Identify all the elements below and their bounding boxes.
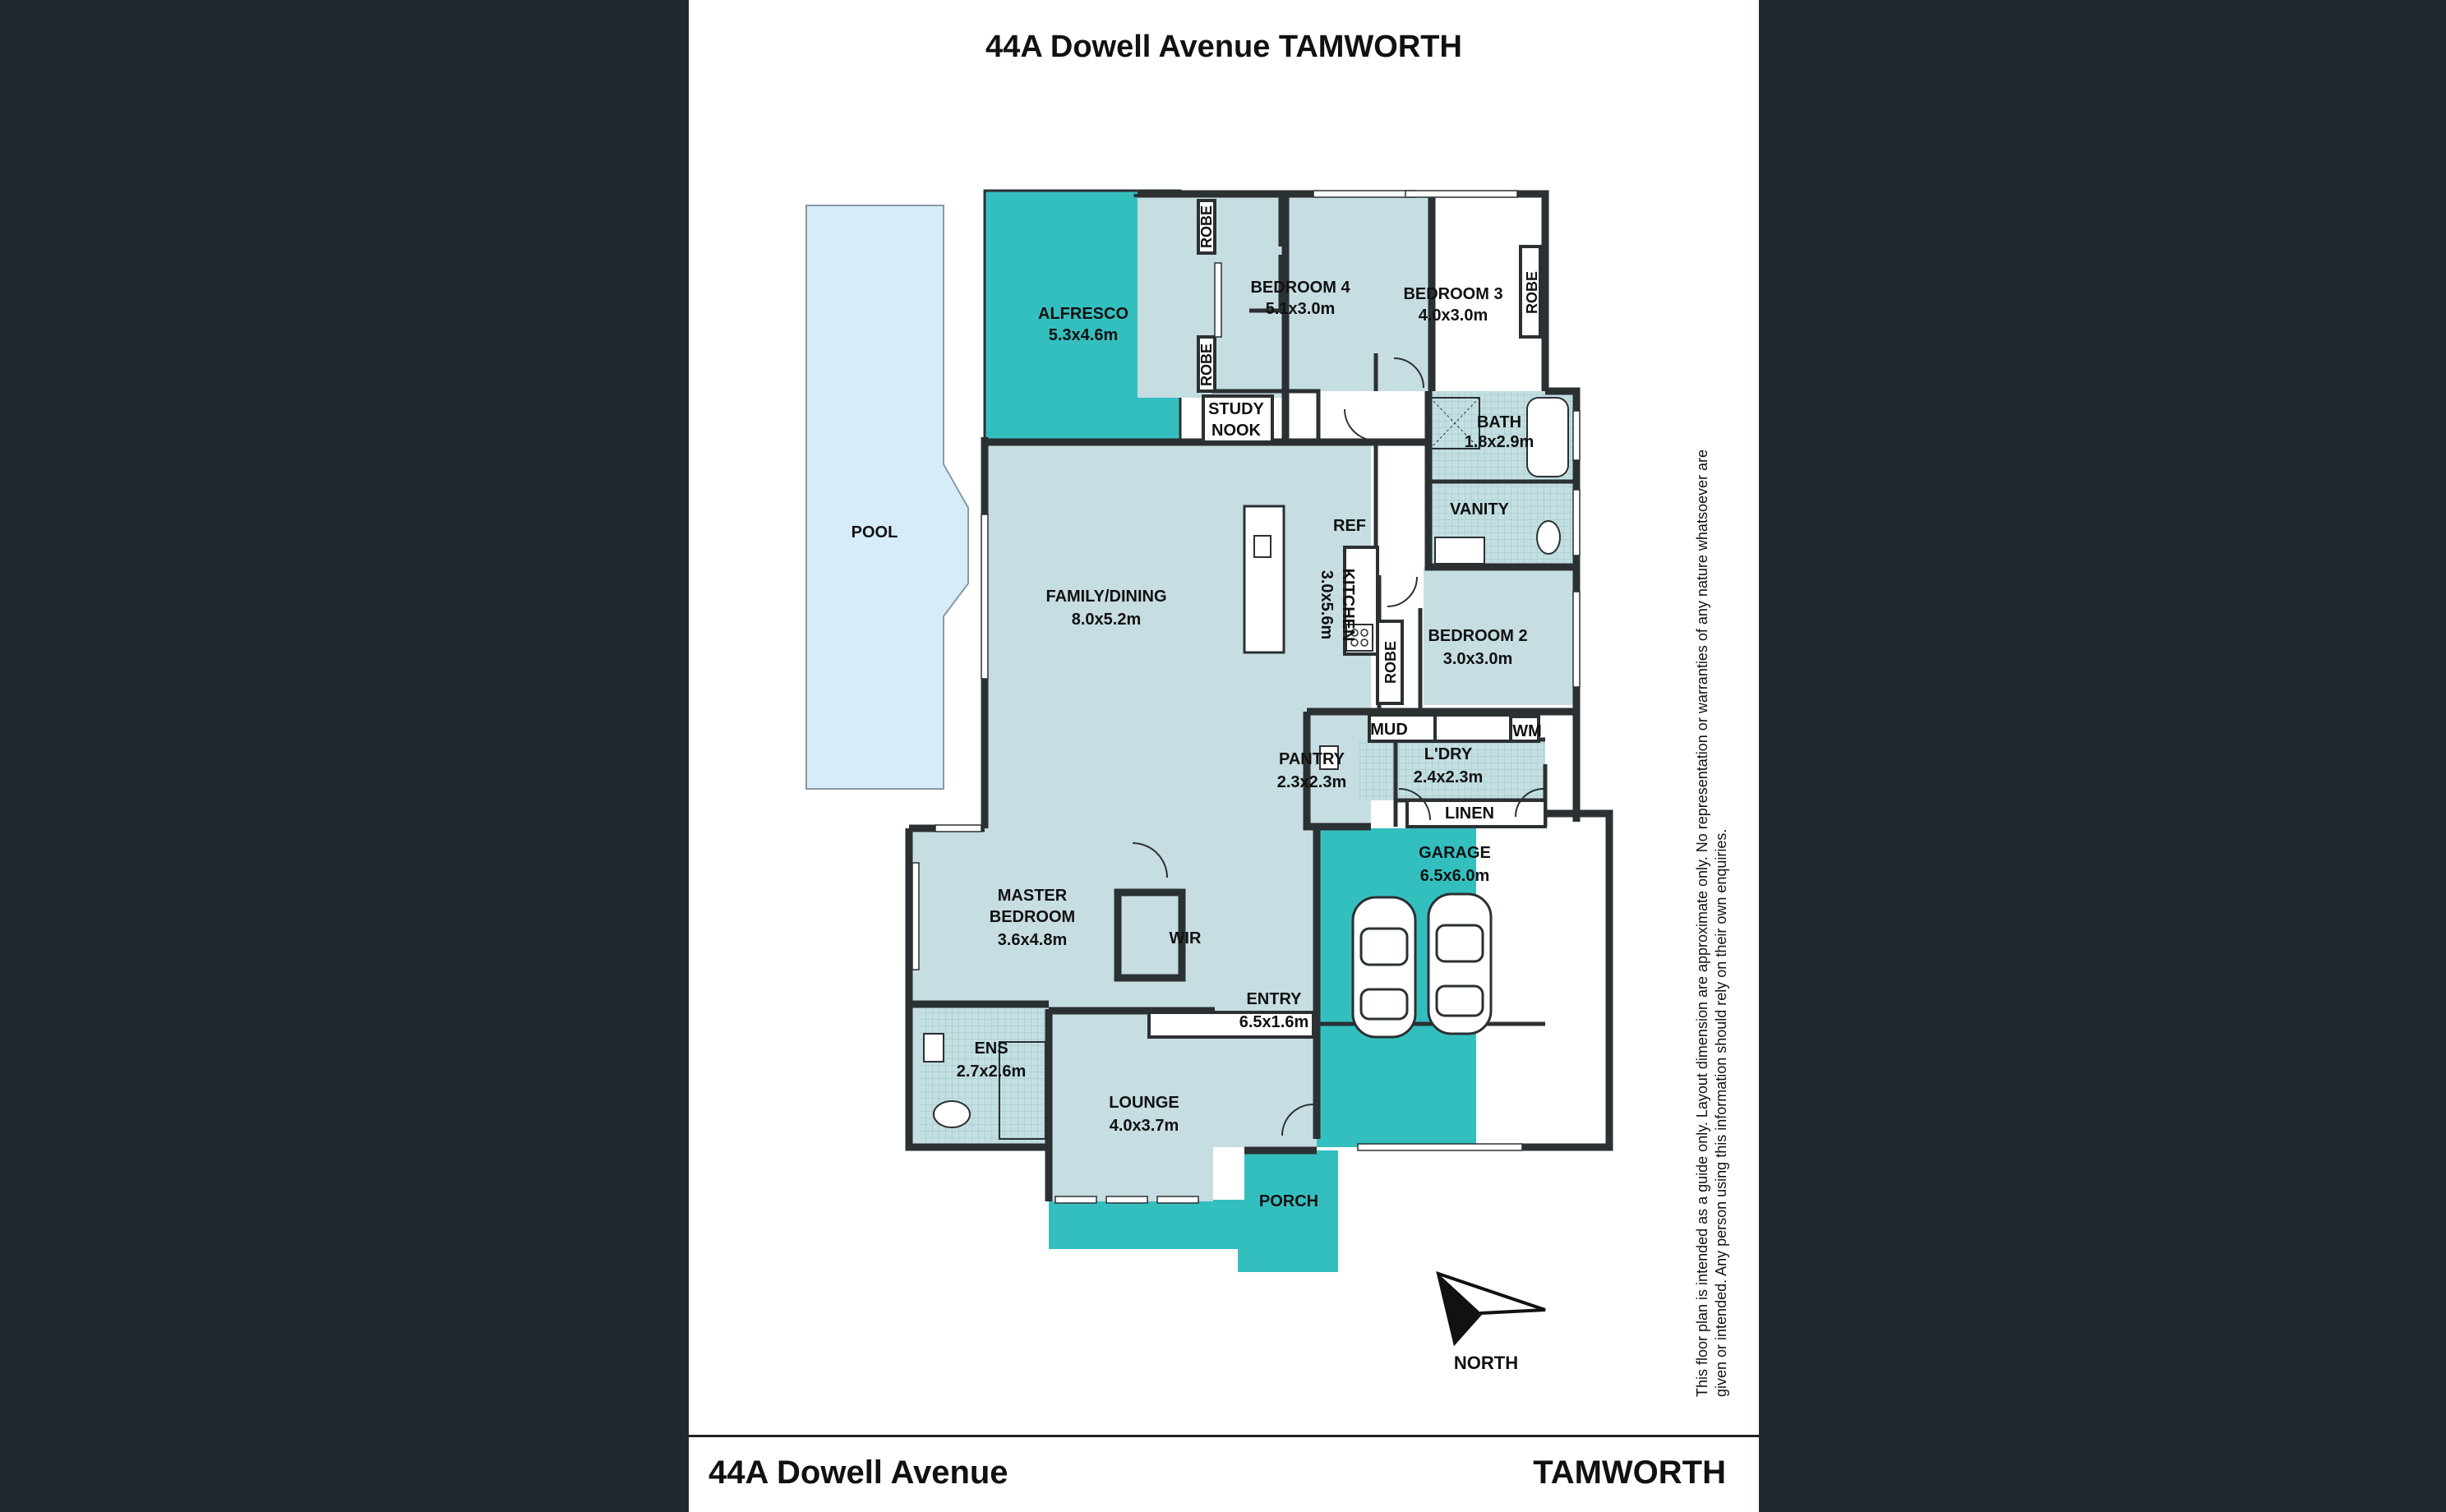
ensuite-shower [999, 1041, 1046, 1140]
dim-bedroom3: 4.0x3.0m [1419, 307, 1488, 325]
dim-laundry: 2.4x2.3m [1414, 768, 1484, 786]
label-bedroom3: BEDROOM 3 [1403, 285, 1502, 303]
car-left [1351, 896, 1417, 1039]
dim-family: 8.0x5.2m [1072, 611, 1142, 629]
floor-plan-drawing: POOL ALFRESCO 5.3x4.6m BEDROOM 4 5.1x3.0… [805, 189, 1613, 1347]
robe-bed3 [1519, 245, 1542, 339]
interior-floor [985, 442, 1371, 828]
label-wir: WIR [1170, 929, 1202, 947]
north-label: NORTH [1453, 1353, 1519, 1373]
label-vanity: VANITY [1450, 500, 1510, 519]
label-entry: ENTRY [1246, 990, 1302, 1008]
footer-street: 44A Dowell Avenue [708, 1454, 1008, 1491]
dim-bedroom4: 5.1x3.0m [1266, 300, 1336, 318]
dim-bath: 1.8x2.9m [1465, 433, 1535, 451]
cooktop [1345, 624, 1373, 652]
label-ens: ENS [974, 1040, 1008, 1058]
label-porch: PORCH [1259, 1192, 1318, 1210]
label-robe-2: ROBE [1198, 343, 1215, 386]
label-bath: BATH [1477, 413, 1521, 431]
label-robe-3: ROBE [1524, 271, 1540, 314]
dim-alfresco: 5.3x4.6m [1049, 326, 1119, 344]
disclaimer-text: This floor plan is intended as a guide o… [1694, 449, 1729, 1397]
page-title: 44A Dowell Avenue TAMWORTH [985, 30, 1462, 64]
label-pool: POOL [851, 523, 898, 542]
label-study: STUDY [1208, 400, 1264, 418]
garage-bench [1147, 1011, 1315, 1039]
robe-bed4-bottom [1197, 335, 1216, 393]
dim-garage: 6.5x6.0m [1420, 867, 1490, 885]
label-lounge: LOUNGE [1109, 1094, 1179, 1112]
label-kitchen: KITCHEN [1339, 569, 1357, 642]
dim-kitchen: 3.0x5.6m [1318, 570, 1336, 640]
label-robe-4: ROBE [1382, 641, 1399, 684]
label-ref: REF [1333, 517, 1366, 535]
dim-pantry: 2.3x2.3m [1277, 773, 1347, 791]
label-master-bedroom: BEDROOM [990, 908, 1075, 926]
label-wm: WM [1512, 722, 1542, 740]
porch-area [1049, 1150, 1338, 1272]
shower [1429, 397, 1480, 449]
bathtub [1526, 397, 1569, 477]
label-bedroom2: BEDROOM 2 [1428, 627, 1527, 645]
label-garage: GARAGE [1419, 844, 1491, 862]
pantry-sink [1319, 745, 1339, 770]
ensuite-basin [923, 1033, 944, 1063]
study-nook-box [1202, 394, 1274, 444]
car-right [1427, 892, 1493, 1035]
label-linen: LINEN [1445, 804, 1494, 823]
label-alfresco: ALFRESCO [1038, 305, 1128, 323]
label-family: FAMILY/DINING [1045, 588, 1166, 606]
floor-plan-sheet: 44A Dowell Avenue TAMWORTH [689, 0, 1759, 1512]
dim-bedroom2: 3.0x3.0m [1443, 650, 1513, 668]
label-pantry: PANTRY [1279, 750, 1345, 768]
label-laundry: L'DRY [1424, 745, 1473, 763]
kitchen-island [1243, 505, 1285, 654]
footer-suburb: TAMWORTH [1533, 1454, 1726, 1491]
footer-divider [689, 1435, 1759, 1437]
pool-shape [805, 205, 969, 790]
toilet-bath [1536, 520, 1561, 555]
wm-slot [1509, 715, 1540, 743]
dim-lounge: 4.0x3.7m [1110, 1117, 1179, 1135]
vanity-basin [1434, 537, 1485, 565]
robe-bed4-top [1197, 199, 1216, 255]
robe-bed2 [1376, 620, 1404, 705]
laundry-area [1359, 740, 1545, 800]
label-mud: MUD [1370, 721, 1408, 739]
label-master: MASTER [998, 887, 1068, 905]
toilet-ensuite [933, 1100, 971, 1128]
label-study-nook: NOOK [1211, 422, 1262, 440]
label-bedroom4: BEDROOM 4 [1250, 279, 1350, 297]
dim-ens: 2.7x2.6m [957, 1063, 1027, 1081]
dim-entry: 6.5x1.6m [1239, 1013, 1309, 1031]
dim-master: 3.6x4.8m [998, 931, 1068, 949]
label-robe-1: ROBE [1198, 205, 1215, 248]
